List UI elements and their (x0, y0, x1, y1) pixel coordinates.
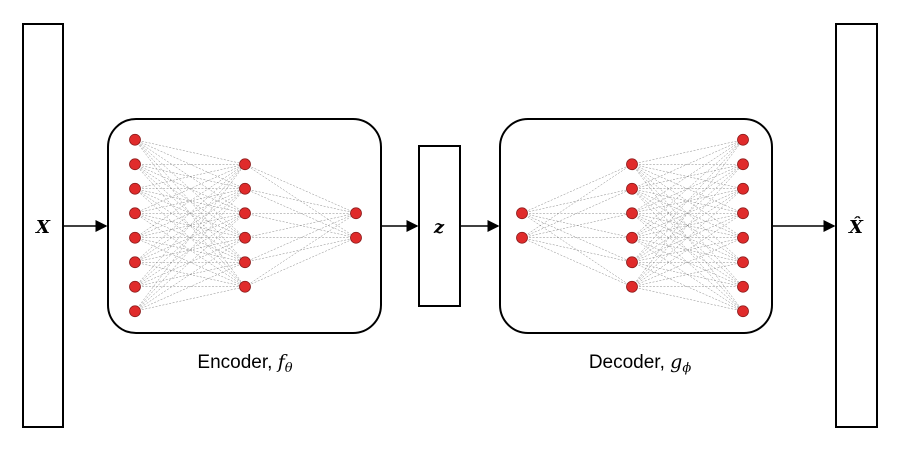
network-edge (631, 188, 744, 312)
neuron-node (129, 207, 141, 220)
neuron-node (350, 207, 362, 220)
encoder-block: Encoder, fθ (107, 118, 382, 376)
neuron-node (239, 207, 251, 220)
neuron-node (239, 280, 251, 293)
network-edge (521, 237, 633, 287)
network-edge (134, 188, 246, 214)
network-edge (521, 188, 633, 214)
network-edge (631, 139, 744, 287)
neuron-node (737, 182, 749, 195)
network-edge (631, 139, 744, 263)
network-edge (631, 188, 744, 287)
network-edge (631, 139, 744, 238)
neuron-node (239, 182, 251, 195)
network-edge (631, 213, 744, 287)
neuron-node (129, 158, 141, 171)
network-edge (134, 286, 246, 312)
output-block: X̂ (835, 23, 878, 428)
latent-box (418, 145, 461, 307)
latent-block: z (418, 145, 461, 307)
network-edge (631, 237, 744, 287)
neuron-node (737, 231, 749, 244)
network-edge (134, 164, 246, 287)
neuron-node (516, 207, 528, 220)
neuron-node (626, 207, 638, 220)
network-edge (134, 188, 246, 312)
network-edge (521, 164, 633, 214)
network-edge (244, 213, 357, 287)
neuron-node (239, 256, 251, 269)
neuron-node (737, 207, 749, 220)
network-edge (134, 262, 246, 312)
neuron-node (626, 158, 638, 171)
neuron-node (129, 133, 141, 146)
output-box (835, 23, 878, 428)
network-edge (134, 213, 246, 287)
neuron-node (239, 231, 251, 244)
network-edge (134, 213, 246, 312)
neuron-node (626, 280, 638, 293)
network-edge (631, 286, 744, 312)
neuron-node (737, 158, 749, 171)
network-edge (631, 262, 744, 287)
decoder-network (516, 133, 749, 318)
neuron-node (129, 182, 141, 195)
neuron-node (129, 256, 141, 269)
neuron-node (129, 280, 141, 293)
decoder-block: Decoder, gϕ (499, 118, 773, 376)
network-edge (631, 139, 744, 189)
encoder-box (107, 118, 382, 334)
encoder-network (129, 133, 362, 318)
neuron-node (350, 231, 362, 244)
encoder-caption: Encoder, fθ (197, 351, 292, 376)
network-edge (521, 164, 633, 238)
neuron-node (626, 231, 638, 244)
network-edge (244, 188, 357, 214)
network-edge (244, 213, 357, 238)
network-edge (521, 213, 633, 263)
network-edge (631, 188, 744, 263)
input-label: X (35, 217, 51, 238)
network-edge (244, 213, 357, 263)
neuron-node (626, 182, 638, 195)
neuron-node (129, 305, 141, 318)
network-edge (631, 139, 744, 214)
network-edge (244, 237, 357, 287)
network-edge (631, 164, 744, 287)
neuron-node (737, 256, 749, 269)
network-edge (134, 164, 246, 312)
neuron-node (516, 231, 528, 244)
network-edge (521, 213, 633, 238)
network-edge (134, 164, 246, 263)
network-edge (631, 262, 744, 312)
network-edge (134, 237, 246, 312)
network-edge (521, 188, 633, 238)
network-edge (134, 139, 246, 189)
neuron-node (737, 280, 749, 293)
neuron-node (239, 158, 251, 171)
decoder-caption: Decoder, gϕ (589, 351, 692, 376)
network-edge (134, 164, 246, 189)
neuron-node (626, 256, 638, 269)
neuron-node (737, 305, 749, 318)
network-edge (134, 164, 246, 238)
latent-label: z (433, 217, 445, 238)
output-label: X̂ (848, 216, 864, 238)
network-edge (631, 139, 744, 165)
neuron-node (737, 133, 749, 146)
input-block: X (22, 23, 64, 428)
input-box (22, 23, 64, 428)
neuron-node (129, 231, 141, 244)
network-edge (134, 262, 246, 287)
network-edge (631, 164, 744, 238)
network-edge (244, 188, 357, 238)
network-edge (134, 164, 246, 214)
network-edge (134, 139, 246, 165)
network-edge (244, 164, 357, 214)
network-edge (134, 188, 246, 263)
network-edge (521, 237, 633, 263)
